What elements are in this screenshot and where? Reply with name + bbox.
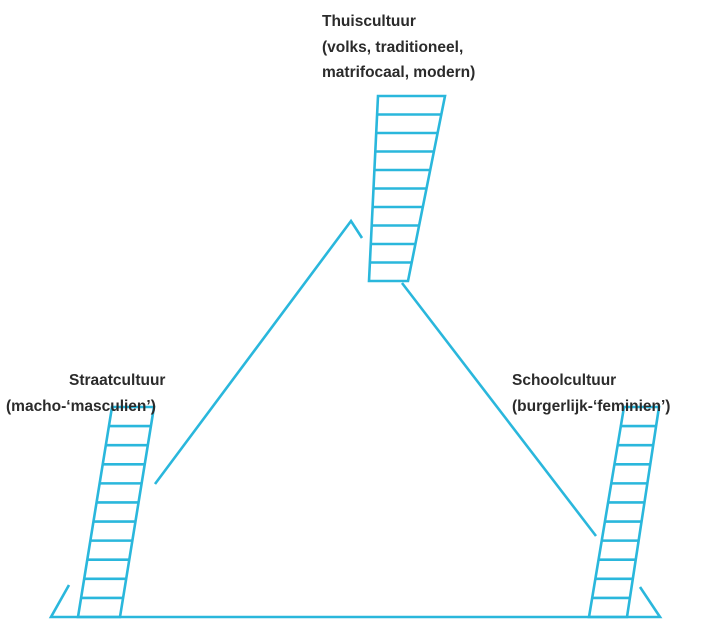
label-top-subtitle-2: matrifocaal, modern) — [322, 64, 475, 81]
triangle-frame — [48, 218, 663, 619]
label-right-group: Schoolcultuur (burgerlijk-‘feminien’) — [512, 372, 670, 415]
label-top-subtitle-1: (volks, traditioneel, — [322, 39, 463, 56]
label-top-group: Thuiscultuur (volks, traditioneel, matri… — [322, 13, 475, 81]
ladder-top-frame — [367, 94, 447, 283]
label-right-title: Schoolcultuur — [512, 372, 616, 389]
label-right-subtitle: (burgerlijk-‘feminien’) — [512, 398, 670, 415]
label-left-subtitle: (macho-‘masculien’) — [6, 398, 156, 415]
left-apex-line — [153, 218, 364, 485]
right-diagonal-line — [400, 282, 598, 537]
base-line — [48, 584, 663, 619]
label-left-group: Straatcultuur (macho-‘masculien’) — [6, 372, 165, 415]
ladder-top — [367, 94, 447, 283]
ladder-right — [587, 405, 661, 619]
ladder-left-frame — [76, 405, 156, 619]
ladder-left — [76, 405, 156, 619]
label-left-title: Straatcultuur — [69, 372, 165, 389]
ladder-right-frame — [587, 405, 661, 619]
label-top-title: Thuiscultuur — [322, 13, 416, 30]
